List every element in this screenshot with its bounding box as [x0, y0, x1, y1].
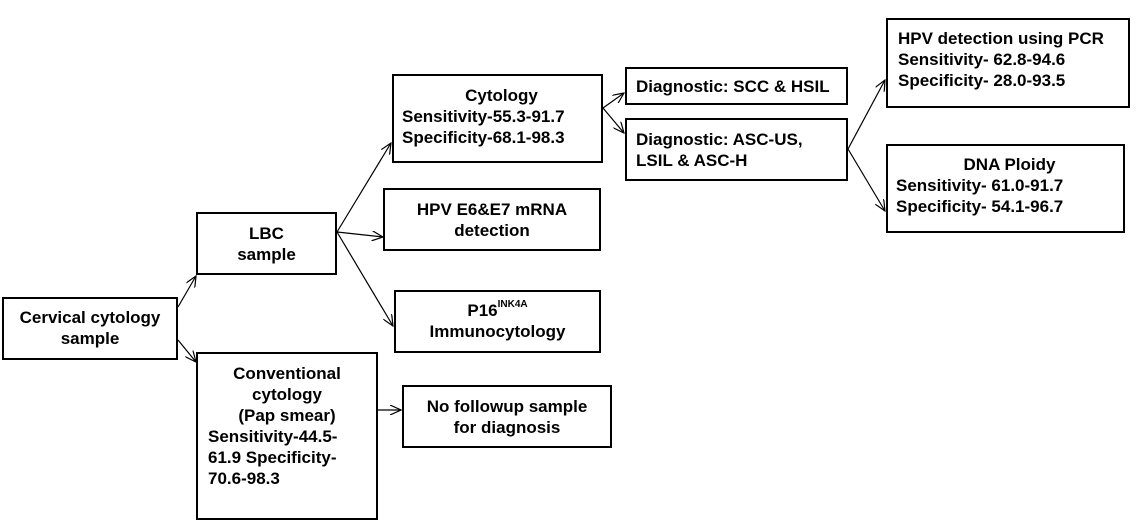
hpv-pcr-detection-box: HPV detection using PCR Sensitivity- 62.… — [886, 18, 1130, 108]
node-text-line: sample — [60, 329, 120, 348]
p16-immunocytology-box: P16INK4A Immunocytology — [394, 290, 601, 353]
node-text-line: detection — [454, 221, 530, 240]
ink4a-superscript: INK4A — [497, 299, 528, 311]
arrow-lbc-to-cytology — [336, 143, 391, 233]
node-text-line: Sensitivity-55.3-91.7 — [402, 107, 565, 126]
node-text-line: Diagnostic: SCC & HSIL — [636, 77, 830, 96]
node-text-line: for diagnosis — [453, 418, 561, 437]
lbc-sample-box: LBC sample — [196, 212, 337, 275]
node-text-line: Sensitivity- 61.0-91.7 — [896, 176, 1064, 195]
dna-ploidy-box: DNA Ploidy Sensitivity- 61.0-91.7 Specif… — [886, 144, 1125, 233]
p16-label: P16 — [467, 301, 498, 320]
node-text-line: Specificity- 28.0-93.5 — [898, 71, 1066, 90]
arrow-cytology-to-diag_ascus — [602, 107, 624, 133]
node-text-line: Sensitivity-44.5- — [208, 427, 338, 446]
arrow-diag_ascus-to-hpv_pcr — [847, 80, 885, 150]
arrow-lbc-to-p16 — [336, 231, 393, 326]
node-text-line: Specificity- 54.1-96.7 — [896, 197, 1064, 216]
node-text-line: Diagnostic: ASC-US, — [636, 130, 803, 149]
node-text-line: sample — [237, 245, 296, 264]
arrow-lbc-to-hpv_mrna — [336, 232, 383, 237]
node-text-line: (Pap smear) — [238, 406, 336, 425]
diagnostic-scc-hsil-box: Diagnostic: SCC & HSIL — [625, 67, 848, 105]
arrow-diag_ascus-to-dna_ploidy — [847, 148, 885, 211]
cervical-cytology-sample-box: Cervical cytology sample — [2, 297, 178, 360]
conventional-cytology-box: Conventional cytology (Pap smear) Sensit… — [196, 352, 378, 520]
node-text-line: Specificity-68.1-98.3 — [402, 128, 565, 147]
node-text-line: No followup sample — [426, 397, 588, 416]
node-text-line: DNA Ploidy — [963, 155, 1056, 174]
hpv-mrna-detection-box: HPV E6&E7 mRNA detection — [383, 188, 601, 251]
node-text-line: Immunocytology — [429, 322, 566, 341]
cytology-box: Cytology Sensitivity-55.3-91.7 Specifici… — [392, 74, 603, 163]
node-text-line: Cytology — [465, 86, 538, 105]
node-text-line: cytology — [252, 385, 322, 404]
node-text-line: 70.6-98.3 — [208, 469, 280, 488]
node-text-line: Sensitivity- 62.8-94.6 — [898, 50, 1066, 69]
node-text-line: LSIL & ASC-H — [636, 151, 748, 170]
node-text-line: HPV E6&E7 mRNA — [416, 200, 568, 219]
node-text-line: P16INK4A — [396, 300, 599, 321]
node-text-line: 61.9 Specificity- — [208, 448, 337, 467]
diagnostic-ascus-box: Diagnostic: ASC-US, LSIL & ASC-H — [625, 118, 848, 181]
node-text-line: LBC — [249, 224, 284, 243]
arrow-cervical-to-lbc — [177, 276, 196, 308]
arrow-cytology-to-diag_scc — [602, 93, 624, 109]
arrow-cervical-to-conventional — [177, 339, 196, 362]
node-text-line: Conventional — [233, 364, 341, 383]
node-text-line: Cervical cytology — [19, 308, 161, 327]
node-text-line: HPV detection using PCR — [898, 29, 1104, 48]
no-followup-box: No followup sample for diagnosis — [402, 385, 612, 448]
